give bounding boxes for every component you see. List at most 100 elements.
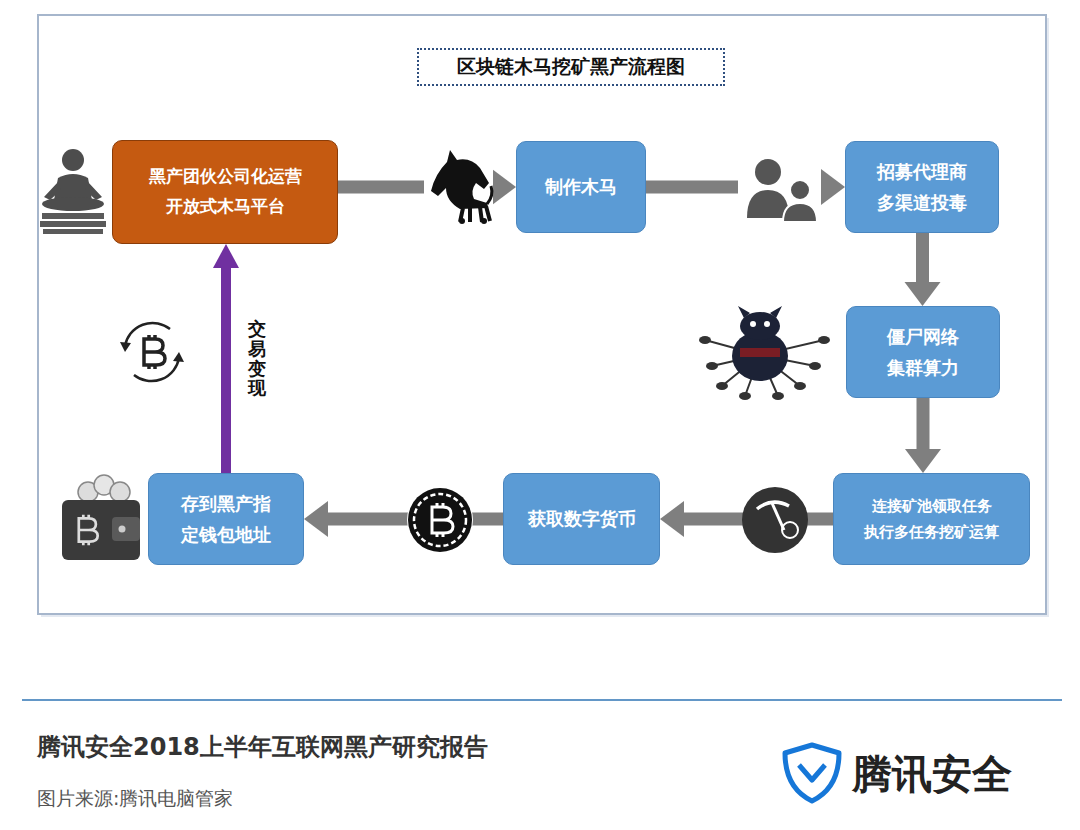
arrowhead xyxy=(213,244,239,268)
process-box: 获取数字货币 xyxy=(503,473,660,565)
shield-check xyxy=(799,765,825,780)
process-box: 招募代理商 多渠道投毒 xyxy=(845,141,999,233)
pickaxe-head xyxy=(757,502,789,509)
footer-rule xyxy=(22,699,1062,701)
diagram-frame xyxy=(38,15,1046,614)
flow-arrow xyxy=(660,501,833,537)
person-body xyxy=(747,190,789,218)
person-arms xyxy=(44,182,102,200)
wallet-button xyxy=(119,526,126,533)
image-source: 图片来源:腾讯电脑管家 xyxy=(37,786,233,812)
bot-body xyxy=(732,331,788,381)
wallet-flap xyxy=(112,517,140,541)
horse-wheel xyxy=(481,218,487,224)
arrowhead xyxy=(660,501,684,537)
diagram-title: 区块链木马挖矿黑产流程图 xyxy=(457,54,685,80)
mining-disc xyxy=(742,487,808,553)
book xyxy=(40,221,106,227)
bot-node xyxy=(772,392,784,400)
box-text: 黑产团伙公司化运营 开放式木马平台 xyxy=(125,162,325,222)
bot-ears xyxy=(738,306,782,318)
person-head xyxy=(755,159,781,185)
bot-node xyxy=(809,362,821,370)
icon-backdrop xyxy=(424,150,493,226)
coin-rim xyxy=(414,494,466,546)
cycle-arrowhead xyxy=(120,342,131,352)
icon-backdrop xyxy=(738,150,821,226)
shield-outline xyxy=(785,745,839,801)
mining-icon xyxy=(742,487,808,553)
bot-eye xyxy=(764,321,770,327)
coin xyxy=(78,482,98,502)
person-legs xyxy=(42,197,104,211)
bitcoin-symbol xyxy=(432,503,453,537)
horse-tail xyxy=(487,186,492,204)
wallet-body xyxy=(62,500,140,560)
bot-node xyxy=(706,362,718,370)
book xyxy=(43,229,103,234)
bitcoin-coin-icon xyxy=(407,487,473,553)
cycle-arrow xyxy=(134,358,179,381)
arrowhead xyxy=(304,501,328,537)
meditating-person-icon xyxy=(40,149,106,234)
process-box: 制作木马 xyxy=(516,141,646,233)
trojan-horse-icon xyxy=(424,150,493,226)
flow-arrow xyxy=(338,169,516,205)
pickaxe-handle xyxy=(772,503,784,530)
horse-body xyxy=(431,150,489,209)
process-box: 僵尸网络 集群算力 xyxy=(846,306,1000,398)
horse-legs xyxy=(460,206,490,222)
bot-node xyxy=(739,392,751,400)
flow-arrow xyxy=(905,233,941,306)
bot-node xyxy=(818,336,830,344)
process-box: 连接矿池领取任务 执行多任务挖矿运算 xyxy=(833,473,1030,565)
box-text: 连接矿池领取任务 执行多任务挖矿运算 xyxy=(846,493,1017,546)
report-title: 腾讯安全2018上半年互联网黑产研究报告 xyxy=(37,731,488,763)
arrow-shaft xyxy=(917,398,930,449)
bot-node xyxy=(716,382,728,390)
edge-label: 交易变现 xyxy=(248,319,266,398)
coin-disc xyxy=(408,488,472,552)
horse-wheel xyxy=(459,218,465,224)
brand-logo-text: 腾讯安全 xyxy=(852,747,1012,802)
people-icon xyxy=(738,150,821,226)
person-body xyxy=(783,203,817,222)
coin xyxy=(94,475,114,495)
arrow-shaft xyxy=(916,233,929,282)
book xyxy=(42,213,104,219)
bot-band xyxy=(740,348,780,357)
box-text: 制作木马 xyxy=(545,171,617,203)
platform-box: 黑产团伙公司化运营 开放式木马平台 xyxy=(112,140,338,244)
bitcoin-exchange-icon xyxy=(120,323,184,381)
coin xyxy=(110,482,130,502)
bitcoin-symbol xyxy=(79,515,98,546)
flow-arrow xyxy=(304,501,503,537)
cycle-arrow xyxy=(125,323,170,346)
arrow-shaft xyxy=(684,513,833,526)
arrow-shaft xyxy=(328,513,503,526)
mined-coin xyxy=(782,522,798,538)
arrowhead xyxy=(821,169,845,205)
box-text: 存到黑产指定钱包地址 xyxy=(177,488,274,551)
arrow-shaft xyxy=(221,268,231,473)
person-head xyxy=(62,149,84,171)
person-body xyxy=(54,174,92,200)
bot-wires xyxy=(705,340,824,396)
botnet-icon xyxy=(699,306,830,400)
title-box: 区块链木马挖矿黑产流程图 xyxy=(417,48,725,86)
bot-eye xyxy=(750,321,756,327)
bot-node xyxy=(794,382,806,390)
cycle-arrowhead xyxy=(173,352,184,362)
box-text: 招募代理商 多渠道投毒 xyxy=(858,156,986,219)
arrowhead xyxy=(905,282,941,306)
flow-arrow xyxy=(646,169,845,205)
bitcoin-symbol xyxy=(144,335,165,369)
flow-arrow xyxy=(213,244,239,473)
logo-shield xyxy=(785,745,839,801)
flow-arrow xyxy=(905,398,941,473)
frame-shadow xyxy=(41,18,1049,617)
